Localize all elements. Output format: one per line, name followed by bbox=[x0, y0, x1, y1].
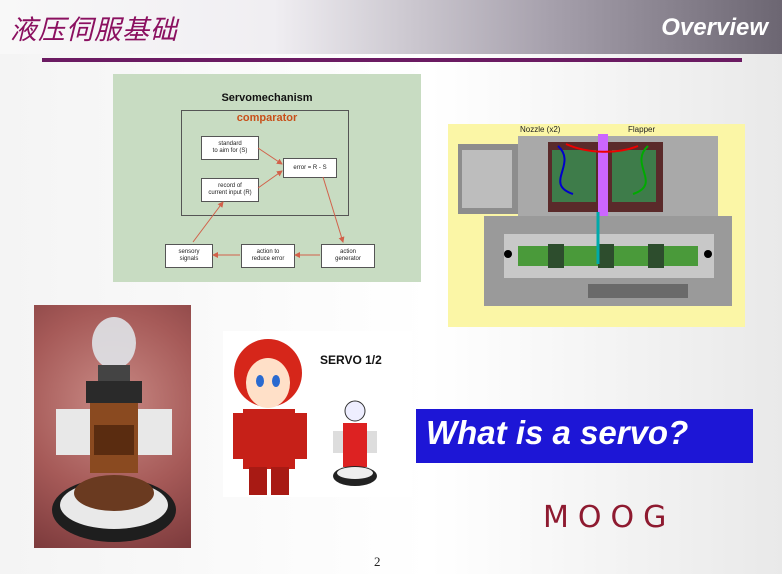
valve-cutaway-drawing bbox=[458, 134, 732, 306]
diagram-title: Servomechanism bbox=[221, 92, 313, 104]
sensory-box: sensory signals bbox=[165, 244, 213, 268]
question-banner: What is a servo? bbox=[416, 409, 753, 463]
page-number: 2 bbox=[374, 554, 381, 569]
diagram-arrows bbox=[192, 147, 345, 258]
error-box: error = R - S bbox=[283, 158, 337, 178]
english-title: Overview bbox=[661, 14, 768, 41]
servo-cartoon-panel: SERVO 1/2 bbox=[223, 331, 412, 497]
header-band bbox=[0, 0, 782, 54]
robot-illustration bbox=[52, 317, 176, 542]
moog-logo: MOOG bbox=[543, 500, 676, 535]
robot-photo bbox=[34, 305, 191, 548]
flapper-label: Flapper bbox=[628, 125, 656, 134]
servomechanism-diagram: Servomechanism comparator standard to ai… bbox=[113, 74, 421, 282]
action-generator-box: action generator bbox=[321, 244, 375, 268]
cartoon-caption: SERVO 1/2 bbox=[320, 353, 382, 367]
nozzle-label: Nozzle (x2) bbox=[520, 125, 561, 134]
comparator-label: comparator bbox=[236, 112, 298, 124]
cartoon-illustration bbox=[233, 339, 377, 495]
title-rule bbox=[42, 58, 742, 62]
comparator-frame bbox=[181, 110, 349, 216]
record-box: record of current input (R) bbox=[201, 178, 259, 202]
servo-valve-illustration: Nozzle (x2) Flapper bbox=[448, 124, 745, 327]
question-text: What is a servo? bbox=[426, 414, 689, 451]
chinese-title: 液压伺服基础 bbox=[10, 15, 178, 46]
action-reduce-box: action to reduce error bbox=[241, 244, 295, 268]
